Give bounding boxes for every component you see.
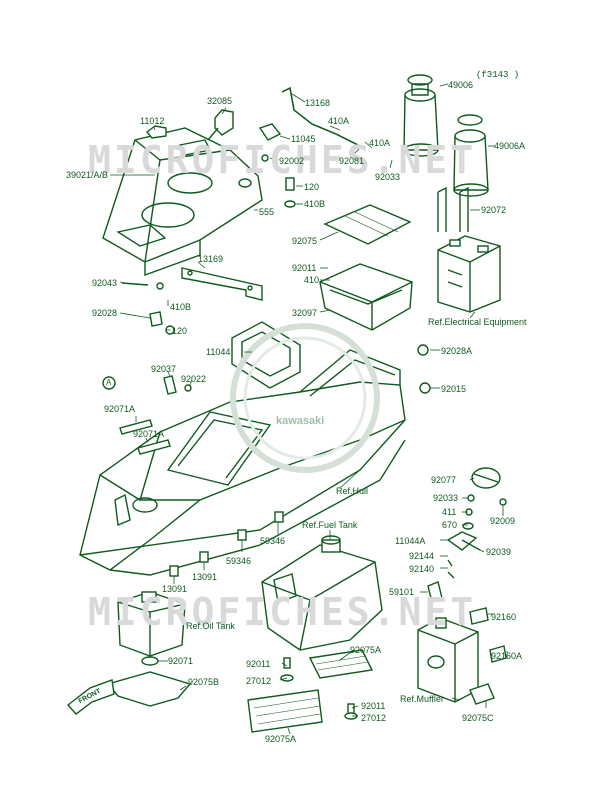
part-label: 555 xyxy=(259,207,275,217)
pad-92075a-part xyxy=(247,649,374,733)
part-label: 92009 xyxy=(490,516,516,526)
part-label: 32097 xyxy=(292,308,318,318)
hull-part xyxy=(79,349,406,576)
part-label: 92072 xyxy=(481,205,507,215)
part-label: 92002 xyxy=(279,156,305,166)
canister-49006-part xyxy=(403,74,439,157)
part-label: 92077 xyxy=(431,475,457,485)
part-label: 92075A xyxy=(265,734,297,744)
muffler-part xyxy=(417,617,479,703)
part-label: 13091 xyxy=(162,584,188,594)
part-label: 92075A xyxy=(350,645,382,655)
cap-92077-part xyxy=(462,467,507,530)
pad-92160-part xyxy=(469,607,507,705)
part-label: 92081 xyxy=(339,156,365,166)
front-arrow-icon xyxy=(66,679,115,715)
part-label: 92075C xyxy=(462,713,494,723)
center-logo xyxy=(230,323,380,473)
bolt-92043-part xyxy=(121,282,175,335)
part-label: 59346 xyxy=(226,556,252,566)
part-label: 32085 xyxy=(207,96,233,106)
hatch-frame-11044-part xyxy=(231,321,301,389)
watermark-top: MICROFICHES.NET xyxy=(88,138,477,182)
part-label: 92028 xyxy=(92,308,118,318)
battery-case-32097-part xyxy=(319,263,413,331)
pad-92075-part xyxy=(323,204,412,245)
logo-text: kawasaki xyxy=(276,415,325,427)
leader-lines xyxy=(110,83,508,735)
part-label: 92011 xyxy=(246,659,271,669)
part-label: 92033 xyxy=(375,172,401,182)
part-label: 92075B xyxy=(188,677,220,687)
part-label: 27012 xyxy=(246,676,272,686)
canister-49006a-part xyxy=(453,114,489,197)
callout-a-label: A xyxy=(106,378,112,387)
strap-92072-part xyxy=(437,186,469,232)
part-label: 13169 xyxy=(198,254,224,264)
bracket-13169-part xyxy=(181,267,263,301)
part-label: 410A xyxy=(328,116,350,126)
ref-hull-label: Ref.Hull xyxy=(336,486,369,496)
clamp-11045-part xyxy=(258,123,282,162)
part-label: 92144 xyxy=(409,551,435,561)
part-label: 92075 xyxy=(292,236,318,246)
part-label: 92160 xyxy=(491,612,517,622)
ref-oil-tank-label: Ref.Oil Tank xyxy=(186,621,235,631)
part-label: 410B xyxy=(304,199,326,209)
part-label: 92160A xyxy=(491,651,523,661)
part-label: 27012 xyxy=(361,713,387,723)
part-label: 410A xyxy=(369,138,391,148)
bolt-120-part xyxy=(284,177,296,208)
ref-muffler-label: Ref.Muffler xyxy=(400,694,444,704)
part-label: 411 xyxy=(442,507,457,517)
tube-13168-part xyxy=(281,86,361,147)
part-label: 92071A xyxy=(133,429,165,439)
part-label: 92015 xyxy=(441,384,467,394)
hood-cover-part xyxy=(102,127,263,276)
part-label: 92039 xyxy=(486,547,512,557)
cap-11012-part xyxy=(145,125,167,139)
part-label: 13168 xyxy=(305,98,331,108)
part-label: 11044 xyxy=(206,347,231,357)
pad-92075b-part xyxy=(106,671,192,707)
part-label: 11045 xyxy=(291,134,316,144)
part-label: 410B xyxy=(170,302,192,312)
part-label: 120 xyxy=(304,182,320,192)
fuel-tank-part xyxy=(261,535,383,651)
part-label: 92011 xyxy=(292,263,317,273)
part-label: 410 xyxy=(304,275,320,285)
mount-11044a-part xyxy=(446,531,481,579)
battery-part xyxy=(437,235,501,313)
callout-a-detail xyxy=(102,376,171,455)
part-label: 13091 xyxy=(192,572,218,582)
part-label: 92043 xyxy=(92,278,118,288)
part-label: 120 xyxy=(172,326,188,336)
part-label: 92033 xyxy=(433,493,459,503)
part-label: 92011 xyxy=(361,701,386,711)
part-label: 39021/A/B xyxy=(66,170,109,180)
clips-92037-part xyxy=(163,344,431,577)
part-label: 11044A xyxy=(395,536,426,546)
valve-59101-part xyxy=(427,581,443,603)
part-label: 92071A xyxy=(104,404,136,414)
watermark-bottom: MICROFICHES.NET xyxy=(88,590,477,634)
ref-fuel-tank-label: Ref.Fuel Tank xyxy=(302,520,358,530)
part-label: 49006A xyxy=(494,141,526,151)
part-label: 92037 xyxy=(151,364,177,374)
part-label: 59101 xyxy=(389,587,415,597)
oil-tank-part xyxy=(117,591,186,666)
part-label: 49006 xyxy=(448,80,474,90)
part-label: 670 xyxy=(442,520,458,530)
part-label: 92028A xyxy=(441,346,473,356)
diagram-code: (f3143 ) xyxy=(476,70,520,80)
latch-32085-part xyxy=(207,109,234,141)
ref-electrical-label: Ref.Electrical Equipment xyxy=(428,317,527,327)
part-label: 11012 xyxy=(140,116,165,126)
part-label: 92140 xyxy=(409,564,435,574)
part-label: 92071 xyxy=(168,656,194,666)
part-label: 92022 xyxy=(181,374,207,384)
part-label: 59346 xyxy=(260,536,286,546)
